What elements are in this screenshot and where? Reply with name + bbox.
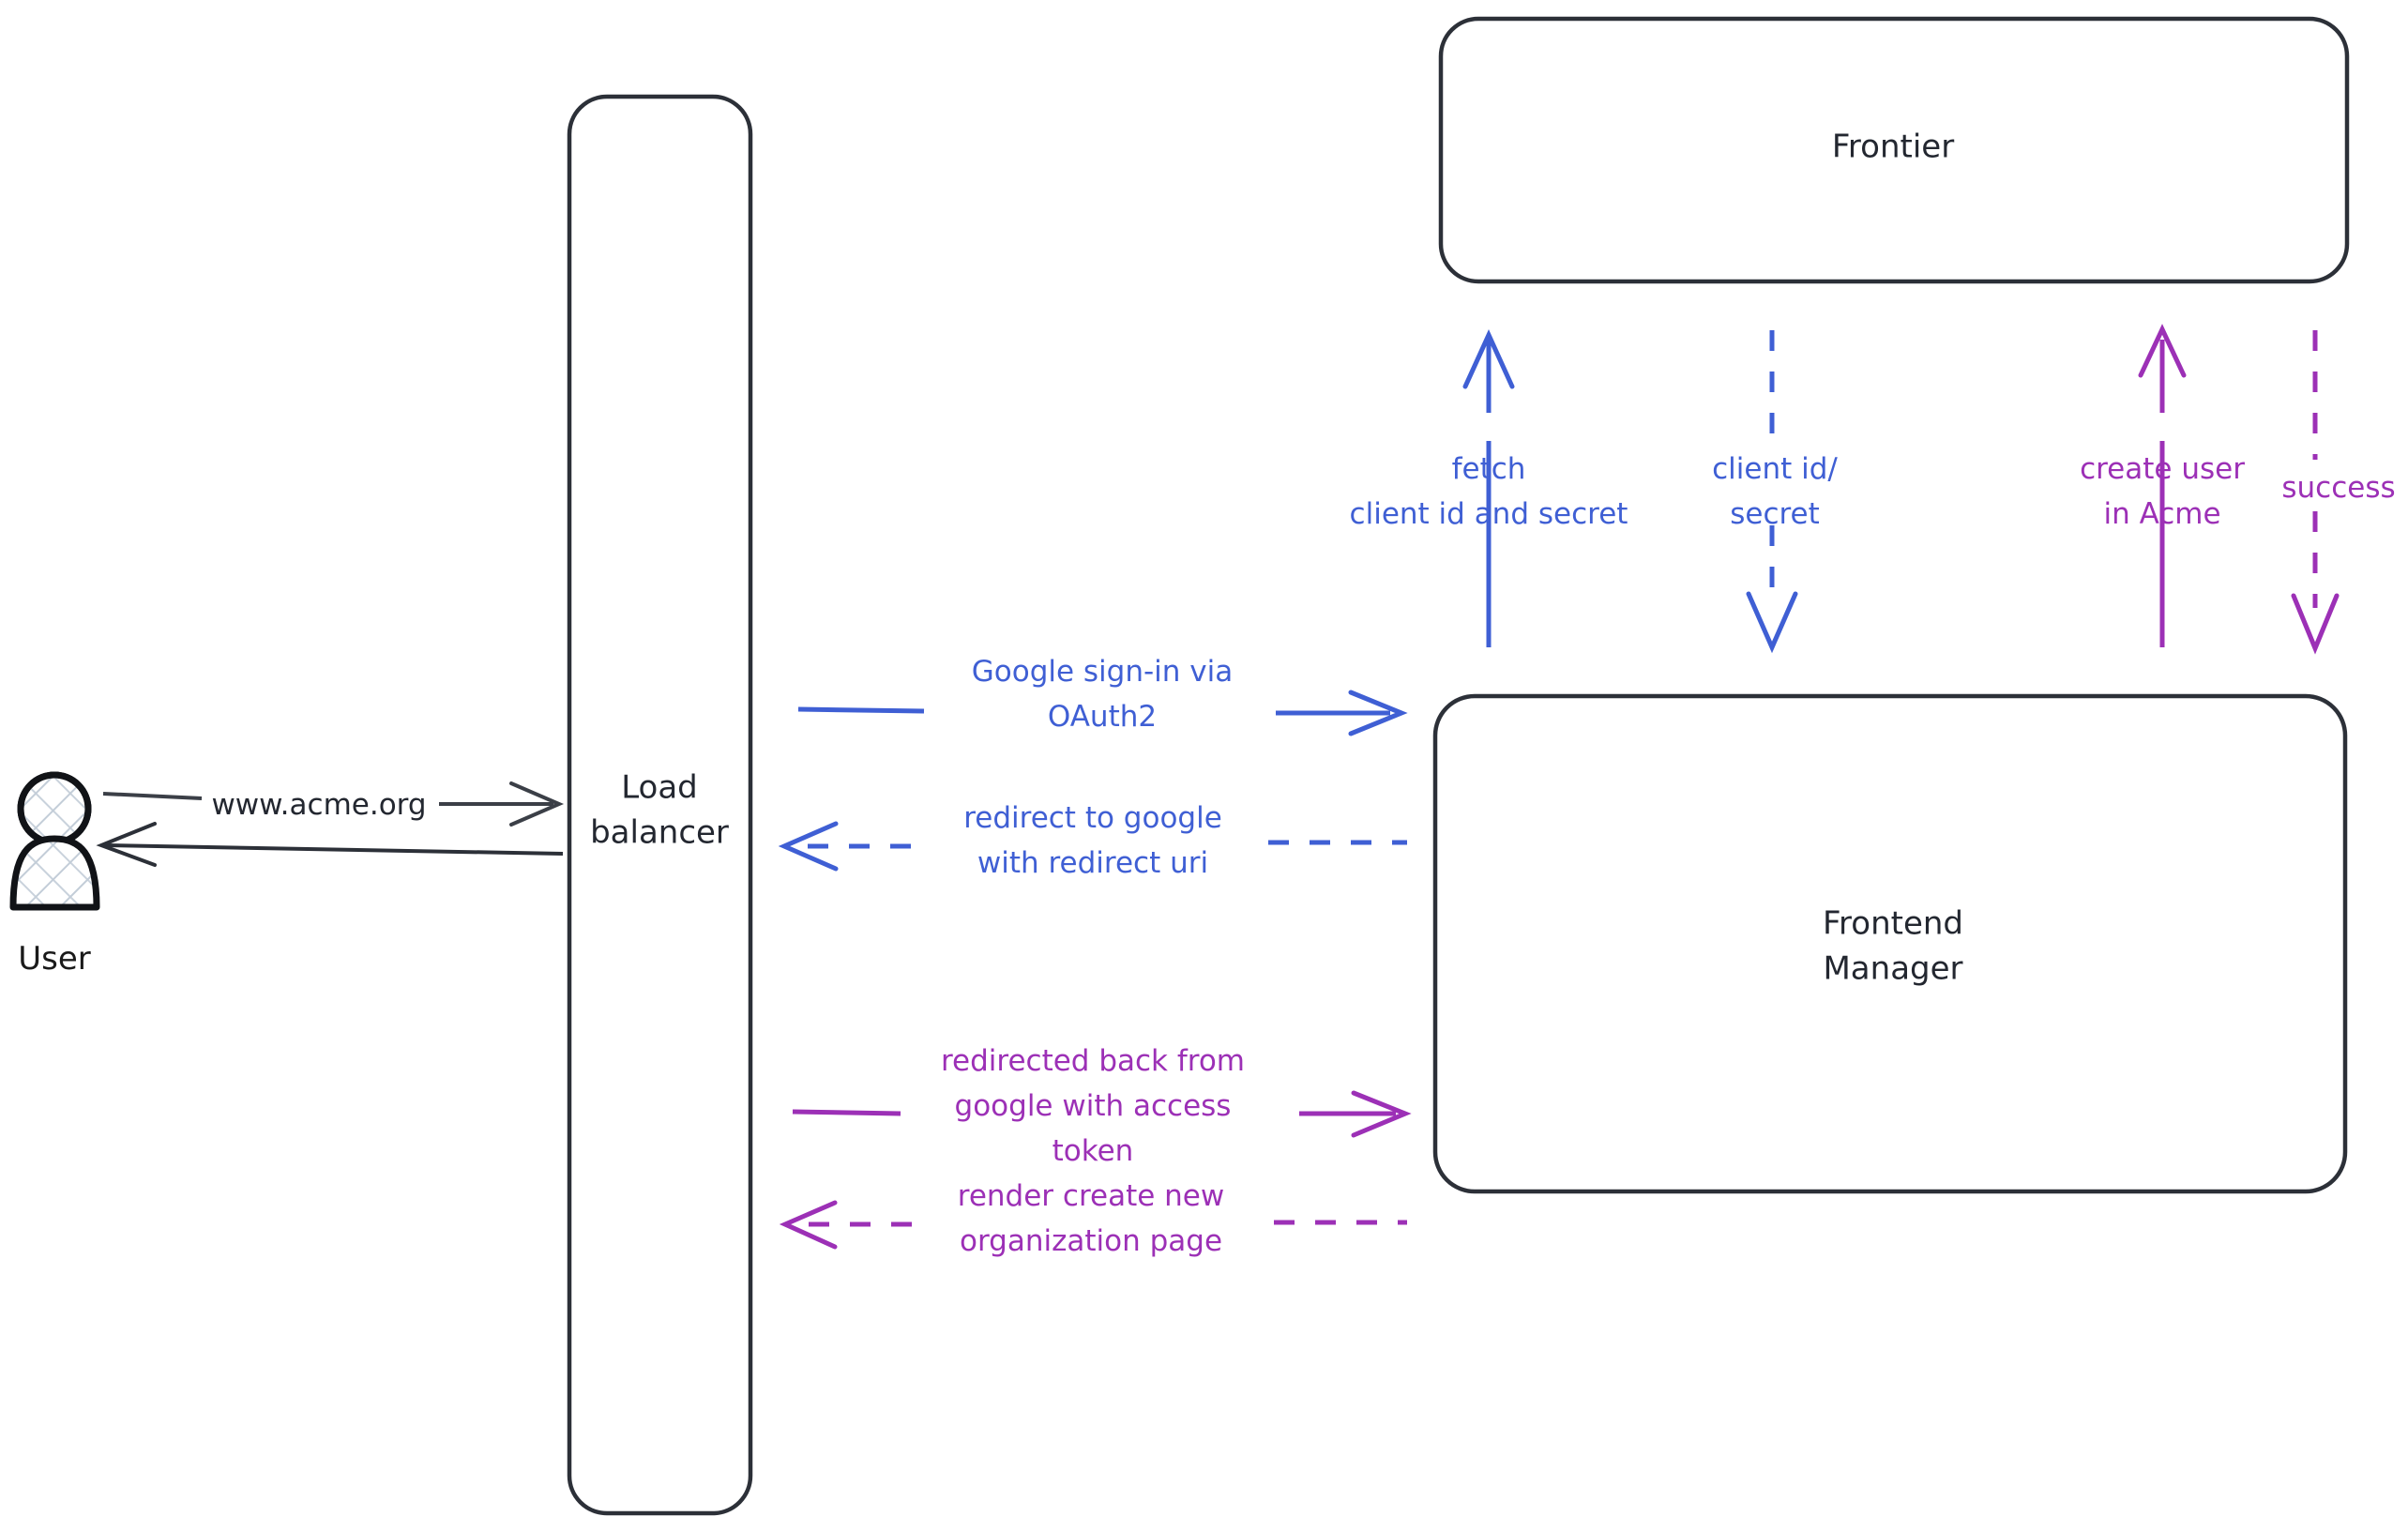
edge-fm-to-lb-redirect <box>778 821 1407 872</box>
person-icon-head-hatch <box>21 775 88 842</box>
edge-frontier-to-fm-creds <box>1746 330 1798 654</box>
edge-redirect-arrowhead <box>778 821 839 872</box>
user-actor <box>9 771 100 911</box>
edge-fetch-label-line2: client id and secret <box>1350 497 1628 531</box>
edge-success-label: success <box>2281 471 2395 505</box>
edge-create-user-label-line1: create user <box>2080 452 2245 486</box>
edge-user-to-lb-label: www.acme.org <box>211 788 426 822</box>
edge-user-to-lb-arrowhead <box>509 781 565 827</box>
edge-lb-to-user-line <box>104 843 564 856</box>
edge-signin-arrowhead <box>1348 690 1408 736</box>
edge-success-arrowhead <box>2291 593 2340 655</box>
frontier-label: Frontier <box>1832 129 1954 166</box>
edge-token-arrowhead <box>1351 1090 1412 1138</box>
frontend-manager-box[interactable] <box>1432 693 2348 1194</box>
edge-signin-label-line2: OAuth2 <box>1048 700 1157 734</box>
edge-token-label-line1: redirected back from <box>941 1044 1245 1078</box>
load-balancer-label-line1: Load <box>621 769 698 807</box>
edge-token-label-line3: token <box>1053 1134 1134 1168</box>
edge-fm-to-lb-render <box>779 1200 1407 1250</box>
edge-create-user-arrowhead <box>2138 324 2187 378</box>
edge-lb-to-fm-token <box>792 1090 1412 1138</box>
edge-user-to-lb <box>102 781 565 827</box>
edge-redirect-label-line2: with redirect uri <box>977 846 1208 880</box>
edge-token-line-left <box>792 1109 901 1116</box>
user-actor-label: User <box>18 940 91 978</box>
edge-lb-to-user-arrowhead <box>96 822 157 867</box>
edge-fetch-arrowhead <box>1462 328 1515 389</box>
node-load-balancer[interactable] <box>567 94 753 1516</box>
edge-redirect-label-line1: redirect to google <box>963 801 1222 835</box>
frontend-manager-label-line1: Frontend <box>1823 905 1963 943</box>
edge-render-label-line1: render create new <box>958 1179 1224 1213</box>
node-frontier[interactable] <box>1438 16 2350 284</box>
edge-create-user-label-line2: in Acme <box>2103 497 2220 531</box>
edge-frontier-to-fm-success <box>2291 330 2340 655</box>
edge-creds-label-line1: client id/ <box>1712 452 1838 486</box>
edge-creds-label-line2: secret <box>1730 497 1820 531</box>
edge-token-label-line2: google with access <box>955 1089 1232 1123</box>
edge-render-label-line2: organization page <box>960 1224 1222 1258</box>
edge-fetch-label-line1: fetch <box>1452 452 1526 486</box>
load-balancer-label-line2: balancer <box>590 814 729 852</box>
edge-signin-line-left <box>797 706 925 714</box>
edge-user-to-lb-line-left <box>102 792 203 800</box>
frontier-box[interactable] <box>1438 16 2350 284</box>
edge-render-arrowhead <box>779 1200 838 1250</box>
edge-fm-to-frontier-fetch <box>1462 328 1515 647</box>
load-balancer-box[interactable] <box>567 94 753 1516</box>
node-frontend-manager[interactable] <box>1432 693 2348 1194</box>
edge-lb-to-fm-signin <box>797 690 1408 736</box>
edge-creds-arrowhead <box>1746 591 1798 654</box>
frontend-manager-label-line2: Manager <box>1823 950 1962 988</box>
edge-lb-to-user <box>96 822 564 867</box>
edge-signin-label-line1: Google sign-in via <box>972 655 1234 689</box>
edge-fm-to-frontier-create-user <box>2138 324 2187 647</box>
person-icon-body-outline <box>9 835 100 911</box>
person-icon-body-hatch <box>13 841 97 907</box>
